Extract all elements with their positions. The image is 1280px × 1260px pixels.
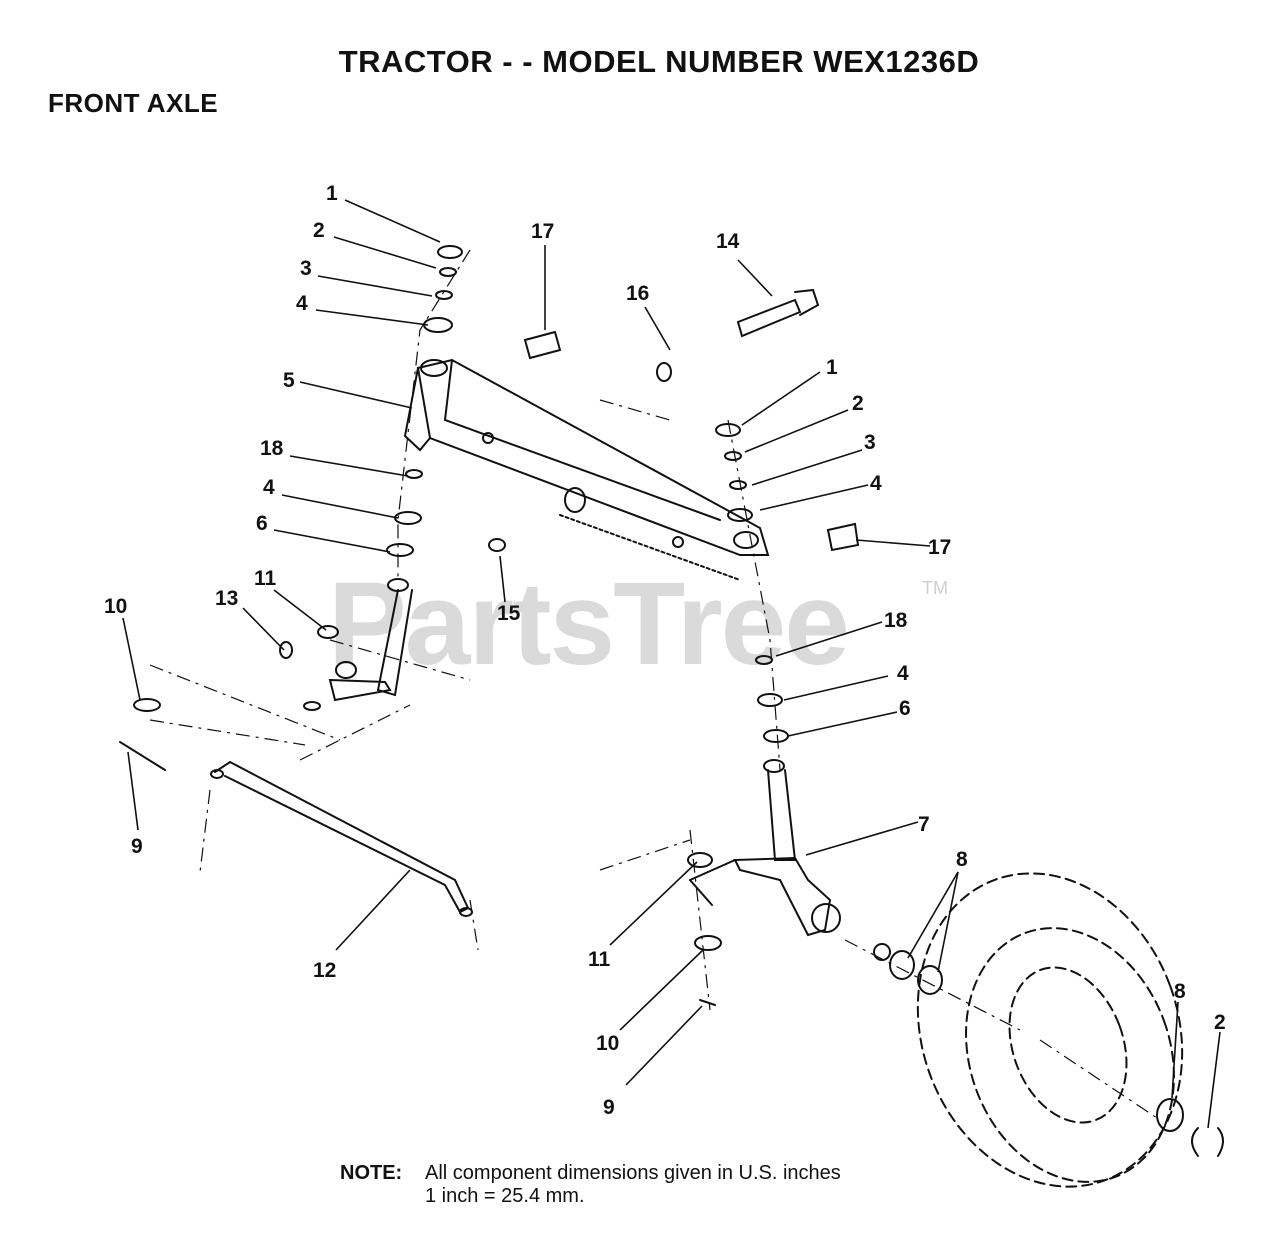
callout-label: 14 (716, 230, 740, 253)
callout-label: 8 (956, 848, 968, 871)
callout-label: 12 (313, 959, 336, 982)
callout-label: 3 (864, 431, 876, 454)
callout-label: 7 (918, 813, 930, 836)
callout-label: 17 (531, 220, 554, 243)
callout-label: 11 (588, 948, 611, 971)
callout-label: 10 (104, 595, 127, 618)
callout-label: 11 (254, 567, 277, 590)
callout-label: 3 (300, 257, 312, 280)
callout-label: 1 (826, 356, 838, 379)
note-label: NOTE: (340, 1162, 403, 1184)
callout-label: 8 (1174, 980, 1186, 1003)
callout-label: 2 (313, 219, 325, 242)
callout-label: 1 (326, 182, 338, 205)
centerlines (149, 249, 1161, 1121)
page-title: TRACTOR - - MODEL NUMBER WEX1236D (338, 44, 980, 79)
watermark: PartsTree (328, 558, 850, 690)
callout-label: 9 (603, 1096, 615, 1119)
callout-label: 15 (497, 602, 521, 625)
leader-lines (122, 199, 1221, 1129)
callout-label: 2 (1214, 1011, 1226, 1034)
axle-drawing (119, 245, 1224, 1188)
callout-label: 6 (899, 697, 911, 720)
callout-label: 2 (852, 392, 864, 415)
trademark: TM (922, 578, 948, 598)
callout-label: 4 (870, 472, 882, 495)
callout-numbers: 1 2 3 4 17 14 16 5 1 2 3 4 18 4 6 17 15 … (104, 182, 1226, 1119)
section-title: FRONT AXLE (48, 88, 219, 118)
callout-label: 10 (596, 1032, 619, 1055)
note-line-1: All component dimensions given in U.S. i… (425, 1162, 841, 1184)
callout-label: 17 (928, 536, 951, 559)
note: NOTE: All component dimensions given in … (340, 1162, 841, 1207)
callout-label: 18 (260, 437, 284, 460)
callout-label: 5 (283, 369, 295, 392)
callout-label: 16 (626, 282, 649, 305)
callout-label: 4 (263, 476, 275, 499)
callout-label: 6 (256, 512, 268, 535)
callout-label: 9 (131, 835, 143, 858)
callout-label: 18 (884, 609, 908, 632)
callout-label: 4 (897, 662, 909, 685)
callout-label: 13 (215, 587, 238, 610)
note-line-2: 1 inch = 25.4 mm. (425, 1185, 585, 1207)
callout-label: 4 (296, 292, 308, 315)
